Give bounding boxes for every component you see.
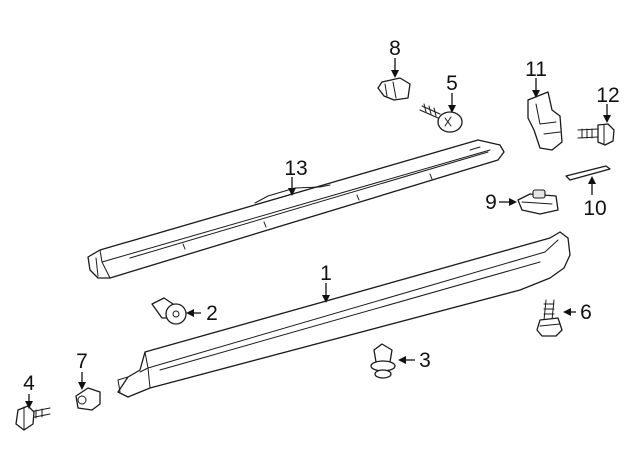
callout-2: 2 xyxy=(206,302,218,325)
part-3-clip xyxy=(370,343,396,379)
callout-4: 4 xyxy=(23,372,35,395)
part-7-nut xyxy=(75,387,101,411)
part-2-push-clip xyxy=(151,297,187,325)
callout-3: 3 xyxy=(419,349,431,372)
callout-12: 12 xyxy=(596,84,619,107)
part-10-strip xyxy=(565,165,611,181)
part-6-bolt xyxy=(536,299,563,337)
part-12-bolt xyxy=(577,123,615,146)
callout-5: 5 xyxy=(446,72,458,95)
part-13-trim-strip xyxy=(87,139,505,279)
callout-7: 7 xyxy=(76,350,88,373)
part-9-nut-plate xyxy=(517,189,559,215)
callout-6: 6 xyxy=(580,301,592,324)
leader-lines xyxy=(25,58,611,409)
callout-10: 10 xyxy=(583,197,606,220)
callout-9: 9 xyxy=(485,191,497,214)
part-8-clip xyxy=(377,77,411,101)
callout-13: 13 xyxy=(284,157,307,180)
callout-1: 1 xyxy=(320,262,332,285)
part-5-screw xyxy=(419,103,463,133)
callout-8: 8 xyxy=(389,37,401,60)
part-1-rocker-molding xyxy=(117,231,571,398)
part-11-bracket xyxy=(527,91,563,151)
part-4-screw xyxy=(15,405,51,431)
callout-11: 11 xyxy=(525,58,547,81)
callout-labels: 8 5 11 12 13 10 9 1 2 6 3 7 4 xyxy=(23,37,620,395)
